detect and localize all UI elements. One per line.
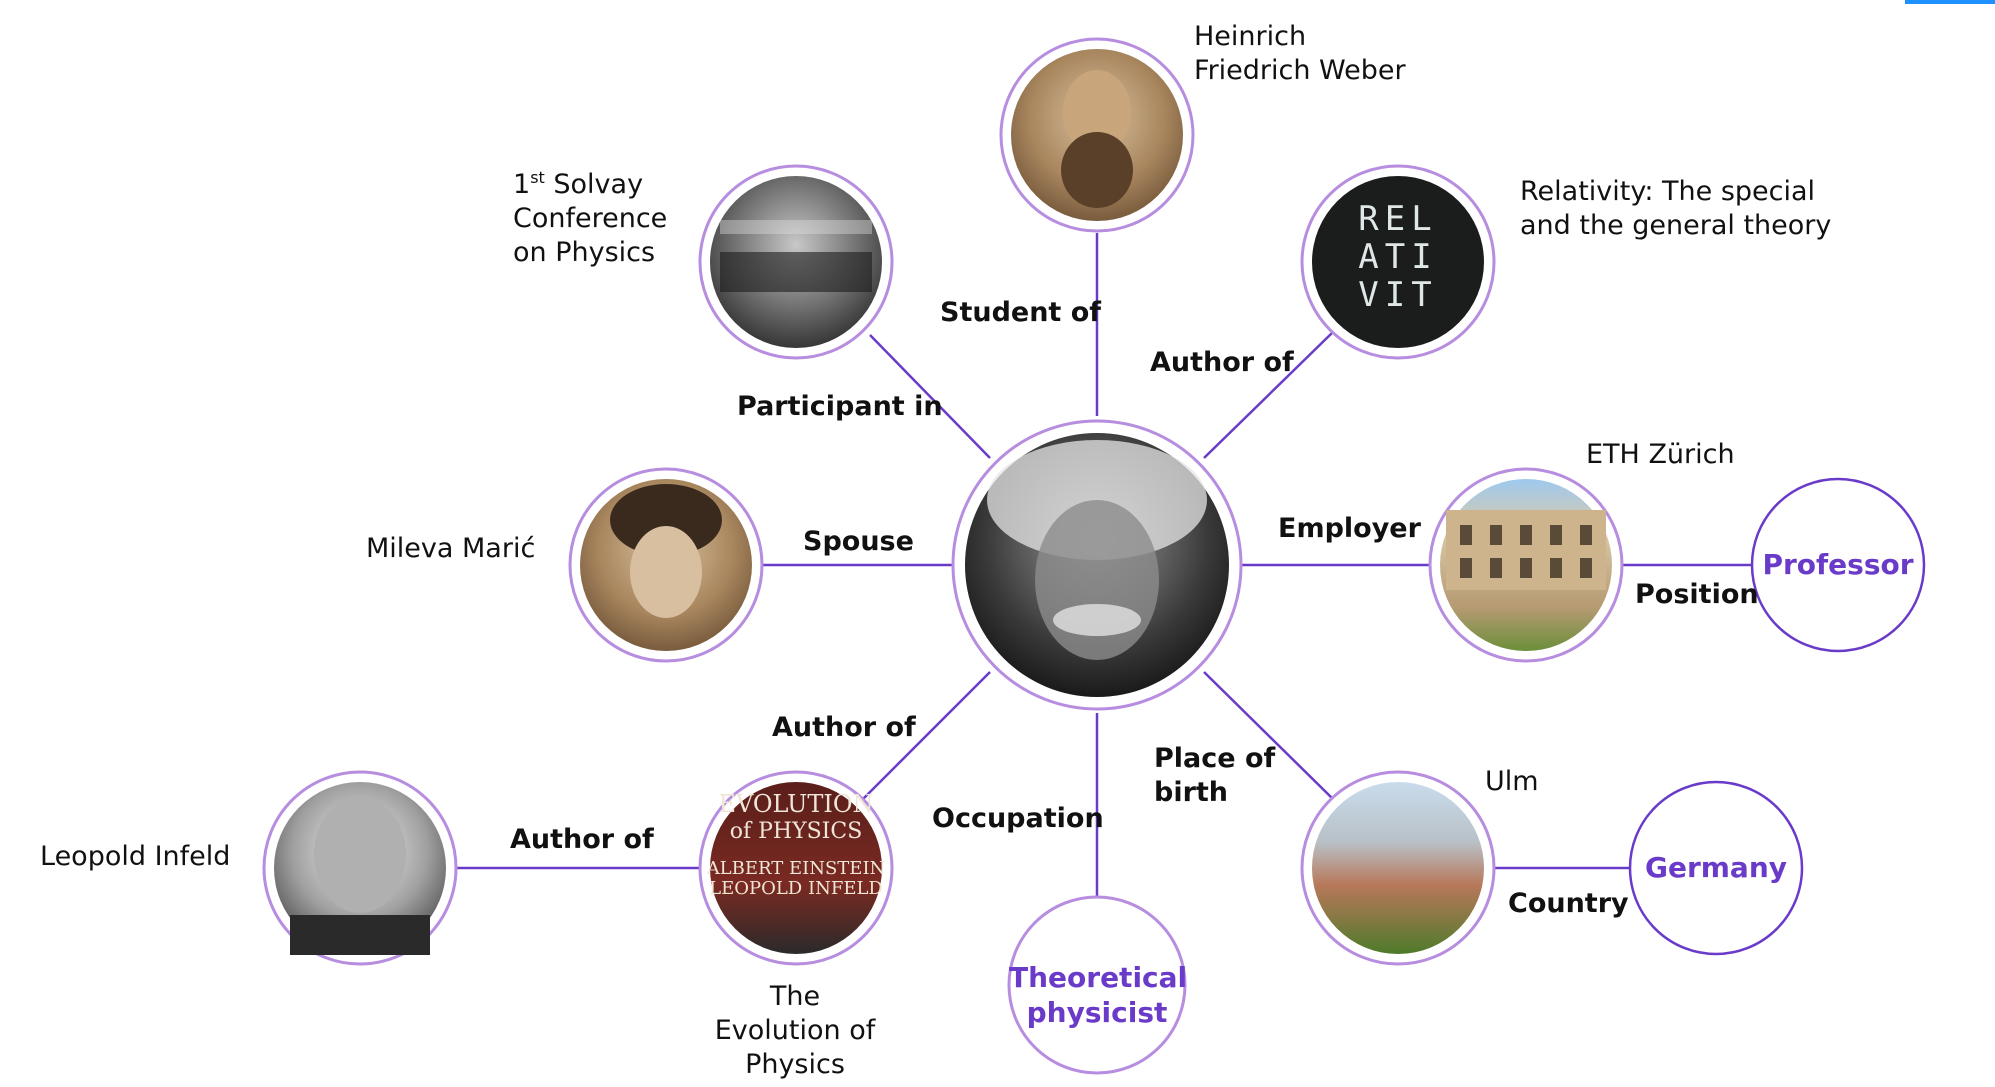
literal-theoretical-physicist: Theoretical physicist <box>1009 961 1188 1029</box>
label-mileva: Mileva Marić <box>366 533 536 564</box>
relation-employer: Employer <box>1278 513 1421 544</box>
svg-text:ALBERT EINSTEIN: ALBERT EINSTEIN <box>706 858 886 879</box>
city-photo-icon <box>1312 782 1484 954</box>
literal-professor: Professor <box>1762 548 1914 581</box>
label-solvay-ordinal: 1 <box>513 169 531 200</box>
node-center[interactable] <box>951 419 1243 711</box>
relation-author-of-evolution: Author of <box>772 712 916 743</box>
relation-student-of: Student of <box>940 297 1102 328</box>
book-cover-icon <box>1312 176 1484 348</box>
svg-text:of PHYSICS: of PHYSICS <box>730 819 863 844</box>
node-weber[interactable] <box>999 37 1195 233</box>
relation-occupation: Occupation <box>932 803 1104 834</box>
node-relativity[interactable]: REL ATI VIT <box>1300 164 1496 360</box>
relation-participant-in: Participant in <box>737 391 943 422</box>
node-mileva[interactable] <box>568 467 764 663</box>
edge-evolution <box>861 671 991 801</box>
node-solvay[interactable] <box>698 164 894 360</box>
node-germany[interactable] <box>1628 780 1804 956</box>
edge-ulm <box>1203 671 1335 801</box>
edge-relativity <box>1203 332 1333 459</box>
label-weber: Heinrich Friedrich Weber <box>1194 21 1406 86</box>
svg-text:EVOLUTION: EVOLUTION <box>718 790 873 818</box>
node-theoretical-physicist[interactable] <box>1007 895 1187 1075</box>
node-professor[interactable] <box>1750 477 1926 653</box>
corner-accent-bar <box>1905 0 1995 4</box>
node-evolution[interactable]: EVOLUTION of PHYSICS ALBERT EINSTEIN LEO… <box>698 770 894 966</box>
svg-text:REL: REL <box>1358 199 1437 239</box>
label-evolution: The Evolution of Physics <box>714 981 876 1080</box>
relation-position: Position <box>1635 579 1759 610</box>
relation-author-of-relativity: Author of <box>1150 347 1294 378</box>
label-eth: ETH Zürich <box>1586 439 1735 470</box>
relation-spouse: Spouse <box>803 526 914 557</box>
book-cover-icon <box>710 782 882 954</box>
relation-author-of-infeld: Author of <box>510 824 654 855</box>
edge-solvay <box>869 334 991 459</box>
label-solvay: 1st Solvay Conference on Physics <box>513 168 667 269</box>
node-eth[interactable] <box>1428 467 1624 663</box>
label-relativity: Relativity: The special and the general … <box>1520 176 1832 241</box>
label-solvay-rest: Solvay Conference on Physics <box>513 169 668 268</box>
node-infeld[interactable] <box>262 770 458 966</box>
literal-germany: Germany <box>1644 851 1788 884</box>
relation-place-of-birth: Place of birth <box>1154 743 1276 808</box>
svg-text:VIT: VIT <box>1358 275 1437 315</box>
edges <box>455 233 1752 897</box>
node-ulm[interactable] <box>1300 770 1496 966</box>
label-solvay-sup: st <box>530 168 545 187</box>
label-infeld: Leopold Infeld <box>40 841 231 872</box>
relation-country: Country <box>1508 888 1629 919</box>
svg-text:LEOPOLD INFELD: LEOPOLD INFELD <box>709 878 883 899</box>
label-ulm: Ulm <box>1485 766 1539 797</box>
svg-text:ATI: ATI <box>1358 237 1437 277</box>
